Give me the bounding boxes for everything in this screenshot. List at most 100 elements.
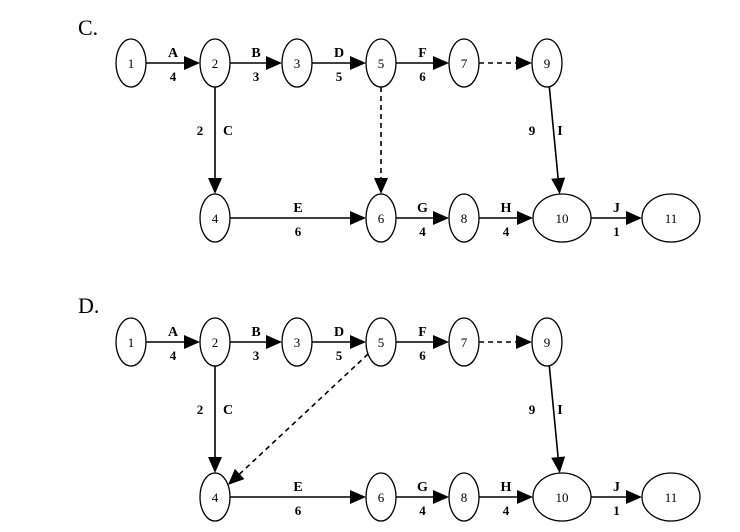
node-3: 3 <box>281 38 313 88</box>
duration-label: 3 <box>253 348 260 363</box>
node-label: 11 <box>665 490 678 505</box>
node-10: 10 <box>532 193 592 243</box>
node-circle <box>199 317 231 367</box>
node-circle <box>448 193 480 243</box>
duration-label: 5 <box>336 348 343 363</box>
node-label: 6 <box>378 490 385 505</box>
node-label: 9 <box>544 335 551 350</box>
activity-label: B <box>251 325 260 340</box>
node-circle <box>532 193 592 243</box>
node-circle <box>281 317 313 367</box>
activity-label: H <box>501 480 512 495</box>
activity-label: E <box>293 201 302 216</box>
panel-label: D. <box>78 293 99 318</box>
node-10: 10 <box>532 472 592 522</box>
duration-label: 6 <box>295 224 302 239</box>
edge-4-6: E6 <box>230 480 366 518</box>
arrowhead <box>350 56 366 70</box>
edge-8-10: H4 <box>479 480 533 518</box>
activity-label: I <box>557 403 562 418</box>
arrowhead <box>350 490 366 504</box>
node-label: 5 <box>378 56 385 71</box>
edge-2-3: B3 <box>230 46 282 84</box>
duration-label: 4 <box>170 69 177 84</box>
duration-label: 2 <box>197 123 204 138</box>
arrowhead <box>433 490 449 504</box>
node-label: 3 <box>294 335 301 350</box>
node-11: 11 <box>641 472 701 522</box>
node-7: 7 <box>448 317 480 367</box>
node-circle <box>365 38 397 88</box>
node-label: 11 <box>665 211 678 226</box>
node-circle <box>365 472 397 522</box>
node-label: 7 <box>461 56 468 71</box>
arrowhead <box>626 211 642 225</box>
duration-label: 6 <box>419 348 426 363</box>
edge-6-8: G4 <box>396 201 449 239</box>
panel-label: C. <box>78 15 98 40</box>
arrowhead <box>626 490 642 504</box>
edge-8-10: H4 <box>479 201 533 239</box>
node-1: 1 <box>115 38 147 88</box>
arrowhead <box>350 335 366 349</box>
activity-label: C <box>223 403 233 418</box>
node-label: 2 <box>212 335 219 350</box>
arrowhead <box>517 490 533 504</box>
activity-label: F <box>418 325 427 340</box>
node-6: 6 <box>365 472 397 522</box>
activity-label: C <box>223 124 233 139</box>
node-label: 5 <box>378 335 385 350</box>
edge-5-7: F6 <box>396 325 449 363</box>
node-circle <box>281 38 313 88</box>
node-circle <box>641 193 701 243</box>
node-circle <box>199 38 231 88</box>
arrowhead <box>517 211 533 225</box>
node-4: 4 <box>199 472 231 522</box>
node-label: 4 <box>212 211 219 226</box>
duration-label: 3 <box>253 69 260 84</box>
activity-label: D <box>334 325 344 340</box>
node-1: 1 <box>115 317 147 367</box>
duration-label: 2 <box>197 402 204 417</box>
node-label: 6 <box>378 211 385 226</box>
node-circle <box>641 472 701 522</box>
node-circle <box>531 317 563 367</box>
activity-label: A <box>168 325 179 340</box>
node-9: 9 <box>531 317 563 367</box>
node-label: 1 <box>128 56 135 71</box>
node-label: 1 <box>128 335 135 350</box>
duration-label: 4 <box>503 503 510 518</box>
edge-6-8: G4 <box>396 480 449 518</box>
node-circle <box>448 472 480 522</box>
arrowhead <box>208 178 222 194</box>
arrowhead <box>516 335 532 349</box>
activity-line <box>548 86 559 179</box>
activity-label: J <box>613 201 620 216</box>
activity-label: G <box>417 480 428 495</box>
edge-1-2: A4 <box>146 325 200 363</box>
edge-10-11: J1 <box>591 480 642 518</box>
node-circle <box>199 193 231 243</box>
node-circle <box>365 317 397 367</box>
node-circle <box>532 472 592 522</box>
edge-5-7: F6 <box>396 46 449 84</box>
arrowhead <box>350 211 366 225</box>
node-label: 2 <box>212 56 219 71</box>
node-6: 6 <box>365 193 397 243</box>
activity-label: A <box>168 46 179 61</box>
arrowhead <box>184 56 200 70</box>
duration-label: 1 <box>613 224 620 239</box>
node-label: 9 <box>544 56 551 71</box>
node-3: 3 <box>281 317 313 367</box>
duration-label: 6 <box>295 503 302 518</box>
node-circle <box>448 38 480 88</box>
duration-label: 4 <box>170 348 177 363</box>
arrowhead <box>433 335 449 349</box>
activity-label: D <box>334 46 344 61</box>
duration-label: 4 <box>419 224 426 239</box>
duration-label: 6 <box>419 69 426 84</box>
